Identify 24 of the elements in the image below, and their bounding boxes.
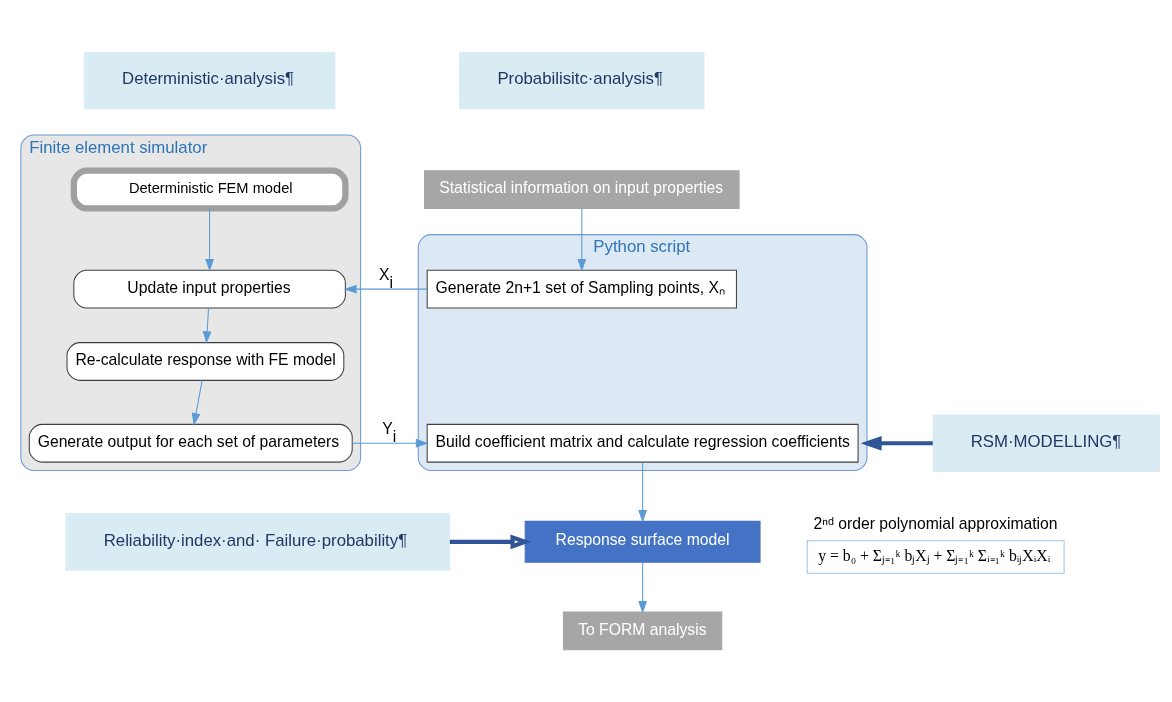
arrow — [202, 307, 212, 344]
node-box: Statistical information on input properties — [424, 170, 740, 209]
node-box: RSM·MODELLING¶ — [932, 414, 1161, 473]
arrow — [638, 562, 648, 614]
node-box: Generate output for each set of parameters — [28, 423, 353, 463]
arrow — [577, 207, 587, 272]
arrow — [449, 534, 532, 550]
node-box: Probabilisitc·analysis¶ — [459, 51, 705, 110]
node-box: Generate 2n+1 set of Sampling points, Xₙ — [426, 269, 737, 309]
node-box: Re-calculate response with FE model — [66, 342, 345, 381]
node-box: Build coefficient matrix and calculate regression coefficients — [426, 423, 859, 463]
node-box: Reliability·index·and· Failure·probability¶ — [65, 513, 451, 571]
arrow — [860, 435, 933, 451]
arrow — [343, 284, 428, 294]
node-box: Deterministic·analysis¶ — [83, 51, 336, 110]
node-box: Update input properties — [73, 269, 346, 309]
node-box: Deterministic FEM model — [70, 167, 349, 212]
arrow — [638, 461, 648, 523]
node-box: Response surface model — [524, 520, 761, 563]
node-box: To FORM analysis — [562, 611, 723, 651]
node-label: 2ⁿᵈ order polynomial approximation — [813, 515, 1058, 533]
arrow — [205, 207, 214, 272]
arrow — [191, 380, 203, 426]
arrow — [351, 438, 429, 448]
